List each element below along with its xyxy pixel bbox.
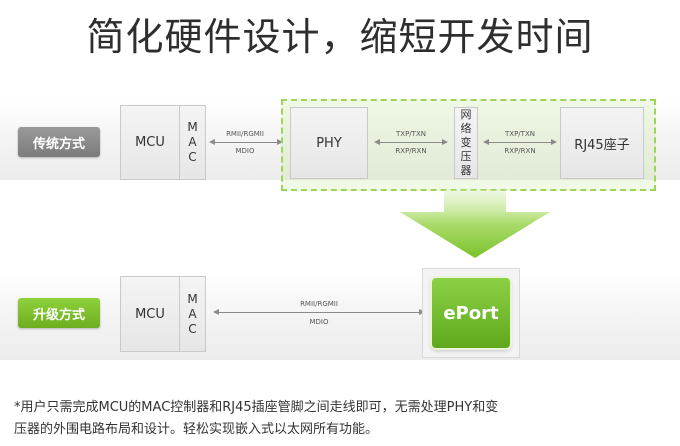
arrow-left-icon bbox=[483, 139, 489, 145]
transformer-char: 压 bbox=[460, 150, 472, 163]
bus1-line bbox=[214, 142, 278, 143]
footnote-line-1: *用户只需完成MCU的MAC控制器和RJ45插座管脚之间走线即可，无需处理PHY… bbox=[14, 400, 499, 415]
mac-letter: M bbox=[187, 291, 198, 306]
transformer-char: 器 bbox=[460, 164, 472, 177]
transformer-box: 网 络 变 压 器 bbox=[454, 107, 478, 179]
traditional-mac-box: M A C bbox=[180, 105, 206, 180]
upgrade-bus-bottom-label: MDIO bbox=[309, 318, 329, 326]
transformer-char: 变 bbox=[460, 136, 472, 149]
footnote-line-2: 压器的外围电路布局和设计。轻松实现嵌入式以太网所有功能。 bbox=[14, 422, 379, 437]
arrow-left-icon bbox=[374, 139, 380, 145]
upgrade-tag: 升级方式 bbox=[18, 298, 100, 328]
footnote: *用户只需完成MCU的MAC控制器和RJ45插座管脚之间走线即可，无需处理PHY… bbox=[14, 397, 674, 441]
bus2-line bbox=[379, 142, 443, 143]
upgrade-mcu-label: MCU bbox=[135, 306, 165, 322]
bus1-bottom-label: MDIO bbox=[235, 147, 255, 155]
bus1-top-label: RMII/RGMII bbox=[226, 130, 264, 138]
mac-letter: C bbox=[188, 150, 197, 164]
phy-box: PHY bbox=[290, 107, 368, 179]
bus3-bottom-label: RXP/RXN bbox=[504, 147, 536, 155]
traditional-mcu-box: MCU bbox=[120, 105, 180, 180]
page-title: 简化硬件设计，缩短开发时间 bbox=[86, 15, 594, 59]
mac-letter: A bbox=[188, 306, 197, 321]
mac-letter: A bbox=[188, 135, 197, 149]
transformer-char: 络 bbox=[460, 122, 472, 135]
traditional-mcu-label: MCU bbox=[135, 135, 165, 150]
upgrade-mac-box: M A C bbox=[180, 276, 206, 352]
bus2-bottom-label: RXP/RXN bbox=[395, 147, 427, 155]
rj45-label: RJ45座子 bbox=[574, 137, 630, 153]
rj45-box: RJ45座子 bbox=[560, 107, 644, 179]
down-arrow-icon bbox=[400, 190, 550, 258]
mac-letter: C bbox=[188, 321, 197, 336]
arrow-left-icon bbox=[213, 309, 219, 315]
upgrade-band bbox=[0, 272, 680, 360]
eport-module: ePort bbox=[432, 278, 510, 348]
bus3-top-label: TXP/TXN bbox=[505, 130, 535, 138]
arrow-right-icon bbox=[551, 139, 557, 145]
arrow-right-icon bbox=[277, 139, 283, 145]
arrow-left-icon bbox=[209, 139, 215, 145]
arrow-right-icon bbox=[442, 139, 448, 145]
bus3-line bbox=[488, 142, 552, 143]
upgrade-bus-line bbox=[218, 312, 420, 313]
transformer-char: 网 bbox=[460, 108, 472, 121]
bus2-top-label: TXP/TXN bbox=[396, 130, 426, 138]
upgrade-bus-top-label: RMII/RGMII bbox=[300, 300, 338, 308]
upgrade-mcu-box: MCU bbox=[120, 276, 180, 352]
traditional-tag: 传统方式 bbox=[18, 127, 100, 157]
eport-label: ePort bbox=[443, 302, 499, 324]
phy-label: PHY bbox=[316, 135, 342, 151]
mac-letter: M bbox=[187, 120, 198, 134]
